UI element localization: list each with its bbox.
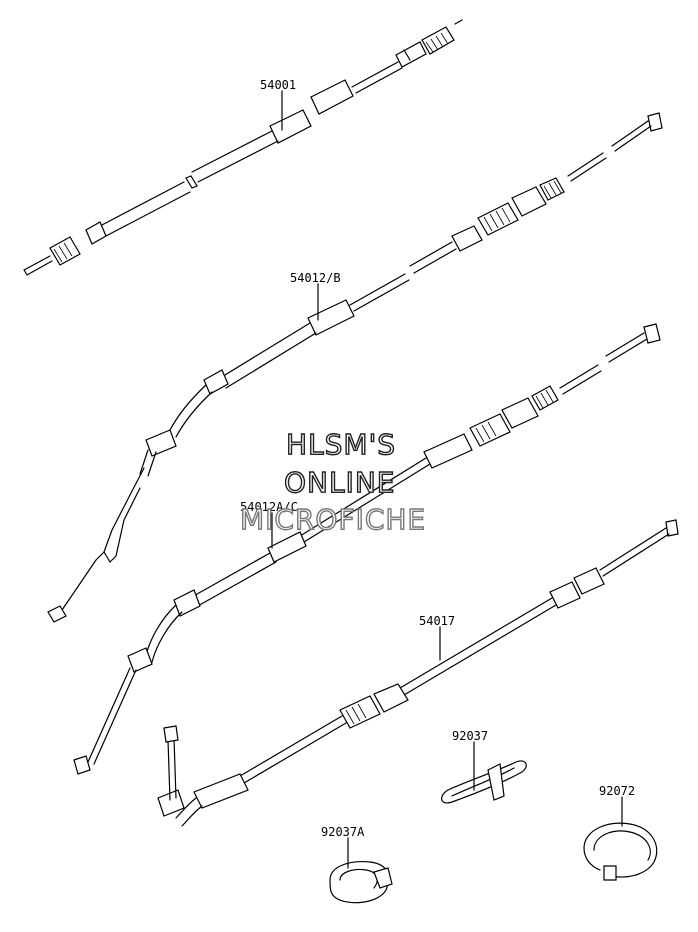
part-label-54017: 54017 [419,614,455,628]
leader-lines [271,90,623,869]
cable-54012a-c [73,323,661,775]
cable-54017 [157,519,679,827]
part-label-54012a-c: 54012A/C [240,500,298,514]
watermark-line-3: MICROFICHE [240,503,426,536]
part-label-92037: 92037 [452,729,488,743]
watermark-line-2: ONLINE [284,466,395,499]
watermark-line-1: HLSM'S [286,428,396,461]
watermark: HLSM'S ONLINE MICROFICHE [239,427,426,536]
part-label-54001: 54001 [260,78,296,92]
cable-54012-b [47,112,663,623]
band-92072 [583,822,658,881]
part-label-92072: 92072 [599,784,635,798]
clamp-92037 [441,760,527,804]
cable-54001 [23,19,463,276]
holder-92037a [329,861,393,904]
part-label-54012-b: 54012/B [290,271,341,285]
part-label-92037a: 92037A [321,825,365,839]
